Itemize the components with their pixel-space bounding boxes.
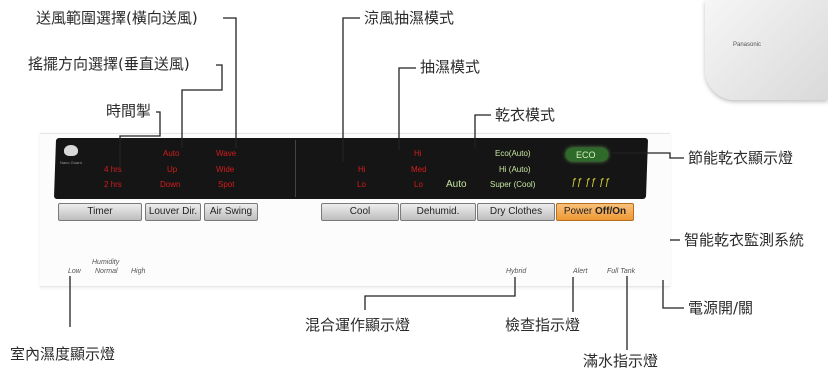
callout-power: 電源開/關 [688,299,754,317]
logo-caption: Nano Guard [60,160,82,165]
nano-logo-icon [64,145,78,156]
leader-hybrid [364,277,516,310]
dehumid-led-auto: Auto [446,179,467,190]
dehumid-button[interactable]: Dehumid. [400,203,476,221]
callout-louver: 搖擺方向選擇(垂直送風) [28,55,190,73]
louver-led-down: Down [160,180,181,189]
device-body: Panasonic [705,0,828,100]
power-label: Power [563,206,593,217]
callout-full-tank-display: 滿水指示燈 [583,352,659,370]
callout-air-range: 送風範圍選擇(橫向送風) [36,9,198,27]
panel-divider [295,140,296,197]
leader-dehumid [398,67,416,150]
humidity-normal: Normal [95,268,118,275]
callout-dry-mode: 乾衣模式 [495,106,556,124]
hybrid-indicator: Hybrid [506,268,527,275]
air-swing-button[interactable]: Air Swing [204,203,258,221]
swing-led-wave: Wave [216,149,237,158]
full-tank-indicator: Full Tank [607,268,636,275]
cool-led-lo: Lo [357,180,366,189]
timer-led-4hrs: 4 hrs [104,165,122,174]
leader-eco [612,152,684,159]
eco-level-glyphs: ƒƒ ƒƒ ƒƒ [571,177,610,188]
callout-cool-mode: 涼風抽濕模式 [364,9,455,27]
cool-button[interactable]: Cool [321,203,399,221]
leader-air-range [223,17,237,148]
swing-led-wide: Wide [216,165,235,174]
dehumid-led-hi: Hi [414,149,422,158]
leader-timer [119,111,161,166]
callout-hybrid-display: 混合運作顯示燈 [305,316,411,334]
callout-eco-display: 節能乾衣顯示燈 [688,149,794,167]
leader-louver [181,64,223,148]
louver-led-up: Up [167,165,178,174]
eco-label: ECO [576,150,596,160]
callout-timer: 時間掣 [106,102,152,120]
swing-led-spot: Spot [218,180,235,189]
callout-dehumid-mode: 抽濕模式 [420,58,481,76]
dry-clothes-button[interactable]: Dry Clothes [477,203,555,221]
device-brand: Panasonic [733,42,762,48]
dry-led-eco-auto: Eco(Auto) [495,149,531,158]
leader-dry [474,114,491,148]
timer-led-2hrs: 2 hrs [104,180,122,189]
humidity-low: Low [68,268,81,275]
callout-alert-display: 檢查指示燈 [505,316,581,334]
callout-humidity-display: 室內濕度顯示燈 [10,345,116,363]
dehumid-led-lo: Lo [414,180,423,189]
humidity-high: High [131,268,146,275]
callout-smart-dry: 智能乾衣監測系統 [684,231,805,249]
dry-led-super-cool: Super (Cool) [490,180,536,189]
louver-dir-button[interactable]: Louver Dir. [145,203,201,221]
cool-led-hi: Hi [358,165,366,174]
alert-indicator: Alert [573,268,588,275]
louver-led-auto: Auto [163,149,180,158]
humidity-title: Humidity [92,259,120,266]
dry-led-hi-auto: Hi (Auto) [499,165,531,174]
leader-cool [342,17,360,162]
onoff-label: Off/On [595,206,627,217]
dehumid-led-med: Med [411,165,427,174]
eco-indicator [566,148,608,161]
timer-button[interactable]: Timer [58,203,142,221]
leader-power [662,280,684,309]
power-button[interactable]: Power Off/On [556,203,634,221]
